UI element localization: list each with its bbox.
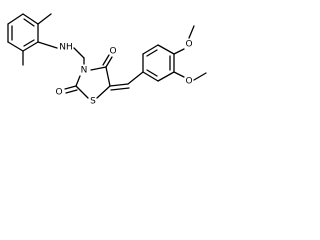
bond — [157, 44, 175, 55]
bond — [65, 89, 78, 94]
bond — [146, 69, 158, 77]
bond — [7, 41, 24, 52]
bond — [64, 85, 77, 90]
bond — [73, 47, 85, 59]
bond — [7, 13, 24, 25]
bond — [188, 25, 195, 39]
bond — [127, 71, 144, 85]
atom-label-o-methoxy-top: O — [185, 40, 192, 50]
bond — [90, 66, 107, 71]
atom-label-o-carbonyl-top: O — [109, 47, 116, 57]
atom-label-nh: NH — [59, 43, 73, 53]
bond — [22, 41, 39, 52]
atom-label-o-carbonyl-bottom: O — [55, 88, 62, 98]
bond — [23, 39, 35, 47]
chemical-structure-diagram: NH N O O S O O — [7, 13, 207, 107]
atom-labels: NH N O O S O O — [55, 40, 192, 107]
bond — [75, 85, 89, 99]
bond — [146, 49, 158, 57]
bond — [105, 56, 113, 68]
bond — [22, 13, 39, 25]
bond-lines — [7, 13, 207, 99]
atom-label-n-ring: N — [81, 66, 88, 76]
bond — [142, 71, 159, 82]
bond — [102, 54, 110, 66]
bond — [23, 18, 35, 27]
bond — [173, 48, 185, 55]
bond — [105, 66, 111, 87]
bond — [109, 83, 129, 87]
bond — [142, 44, 159, 55]
atom-label-s-ring: S — [90, 97, 96, 107]
bond — [110, 87, 130, 91]
bond — [75, 75, 81, 87]
bond — [193, 72, 207, 81]
bond — [173, 71, 185, 78]
bond — [37, 41, 58, 49]
bond — [157, 71, 175, 82]
bond — [96, 85, 111, 99]
bond — [37, 13, 52, 25]
atom-label-o-methoxy-bottom: O — [185, 77, 192, 87]
